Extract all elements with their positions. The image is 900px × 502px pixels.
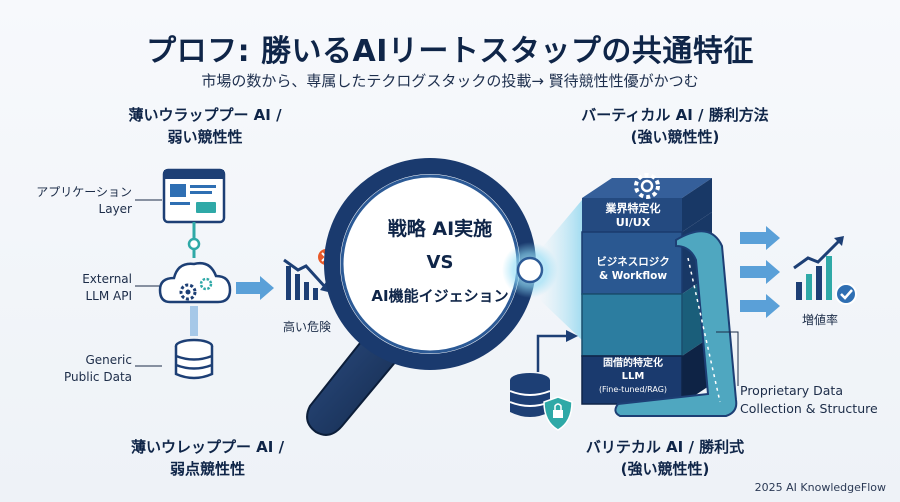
left-stack-diagram	[135, 168, 334, 380]
database-icon	[174, 338, 214, 380]
left-top-heading: 薄いウラッププー AI / 弱い競性性	[120, 104, 290, 148]
label-application-layer-line1: アプリケーション	[36, 185, 132, 199]
check-badge-icon	[835, 283, 857, 305]
arrow-right-icon	[236, 276, 274, 300]
proprietary-database-icon	[509, 373, 551, 417]
center-line2: AI機能イジェション	[371, 287, 509, 305]
proprietary-data-line2: Collection & Structure	[740, 401, 878, 416]
left-bottom-heading-line2: 弱点競性性	[169, 460, 245, 478]
page-title: プロフ: 勝いるAIリートスタップの共通特征	[146, 34, 754, 69]
stack-label-llm: 固借的特定化 LLM (Fine-tuned/RAG)	[585, 357, 681, 396]
label-external-llm-api: External LLM API	[20, 271, 132, 305]
shield-lock-icon	[543, 396, 573, 431]
conveyor-belt	[614, 230, 738, 417]
input-arrow	[536, 334, 566, 372]
stack-label-llm-line3: (Fine-tuned/RAG)	[598, 385, 668, 394]
proprietary-connector	[716, 331, 739, 386]
stack-label-logic-line2: & Workflow	[598, 270, 668, 282]
proprietary-data-label: Proprietary Data Collection & Structure	[740, 382, 895, 418]
label-application-layer: アプリケーション Layer	[20, 184, 132, 218]
gear-icon	[634, 173, 660, 199]
label-external-llm-api-line2: LLM API	[85, 289, 132, 303]
stack-label-ui: 業界特定化 UI/UX	[585, 202, 681, 230]
stack-top-cube	[582, 178, 712, 232]
label-application-layer-line2: Layer	[98, 202, 132, 216]
declining-chart-icon	[283, 258, 328, 300]
right-top-heading-line2: (強い競性性)	[630, 128, 720, 146]
right-bottom-heading: バリテカル AI / 勝利式 (強い競性性)	[550, 436, 780, 480]
stack-layer-llm	[581, 336, 712, 405]
left-bottom-heading: 薄いウレッププー AI / 弱点競性性	[120, 436, 295, 480]
vertical-stack-diagram	[509, 173, 857, 431]
footer-credit: 2025 AI KnowledgeFlow	[754, 481, 886, 494]
proprietary-data-line1: Proprietary Data	[740, 383, 843, 398]
label-generic-public-data-line1: Generic	[85, 353, 132, 367]
cloud-gear-icon	[158, 262, 232, 304]
label-external-llm-api-line1: External	[82, 272, 132, 286]
right-bottom-heading-line2: (強い競性性)	[620, 460, 710, 478]
label-generic-public-data: Generic Public Data	[20, 352, 132, 386]
right-top-heading-line1: バーティカル AI / 勝利方法	[581, 106, 769, 124]
risk-label: 高い危険	[282, 320, 331, 334]
growth-chart-icon	[793, 236, 844, 300]
chain-node	[187, 237, 201, 251]
growth-label: 増値率	[801, 313, 838, 327]
stack-label-ui-line1: 業界特定化	[605, 202, 661, 215]
center-line1: 戦略 AI実施	[387, 218, 493, 240]
right-bottom-heading-line1: バリテカル AI / 勝利式	[585, 438, 745, 456]
left-top-heading-line1: 薄いウラッププー AI /	[128, 106, 282, 124]
stack-label-llm-line2: LLM	[621, 371, 645, 382]
stack-label-logic: ビジネスロジク & Workflow	[585, 255, 681, 283]
app-window-icon	[162, 168, 226, 224]
stack-label-logic-line1: ビジネスロジク	[596, 256, 670, 268]
left-bottom-heading-line1: 薄いウレッププー AI /	[130, 438, 285, 456]
page-subtitle: 市場の数から、専属したテクログスタックの投載→ 賢待競性性優がかつむ	[201, 72, 699, 90]
data-pipe	[190, 306, 198, 336]
center-vs: VS	[426, 252, 454, 273]
output-arrows	[740, 226, 780, 318]
left-top-heading-line2: 弱い競性性	[167, 128, 243, 146]
stack-label-llm-line1: 固借的特定化	[603, 358, 663, 369]
label-generic-public-data-line2: Public Data	[64, 370, 132, 384]
right-top-heading: バーティカル AI / 勝利方法 (強い競性性)	[560, 104, 790, 148]
magnifying-glass-icon	[306, 158, 558, 436]
stack-label-ui-line2: UI/UX	[615, 216, 651, 229]
